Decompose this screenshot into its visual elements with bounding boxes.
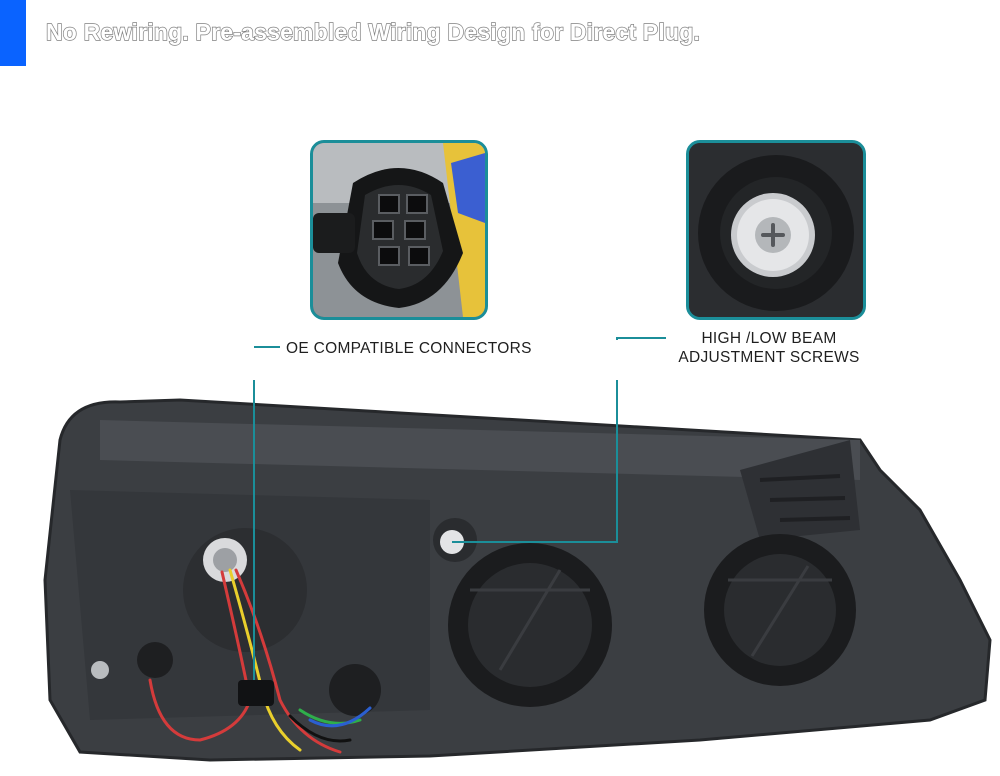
page-headline: No Rewiring. Pre-assembled Wiring Design… bbox=[45, 18, 701, 45]
housing-top-ridge bbox=[100, 420, 860, 480]
mounting-bracket bbox=[740, 440, 860, 540]
blue-accent-bar bbox=[0, 0, 26, 66]
connector-closeup-inset bbox=[310, 140, 488, 320]
screw-closeup-image bbox=[689, 143, 863, 317]
beam-screws-label: HIGH /LOW BEAM ADJUSTMENT SCREWS bbox=[676, 329, 862, 367]
beam-screws-label-line2: ADJUSTMENT SCREWS bbox=[678, 349, 860, 366]
oe-connectors-label: OE COMPATIBLE CONNECTORS bbox=[286, 340, 532, 357]
headlamp-rear-housing-image bbox=[43, 380, 992, 762]
rubber-grommet bbox=[329, 664, 381, 716]
inline-plug bbox=[238, 680, 274, 706]
callout-leader-lines bbox=[253, 380, 618, 680]
screw-closeup-inset bbox=[686, 140, 866, 320]
connector-closeup-image bbox=[313, 143, 485, 317]
beam-screws-label-line1: HIGH /LOW BEAM bbox=[701, 330, 837, 347]
